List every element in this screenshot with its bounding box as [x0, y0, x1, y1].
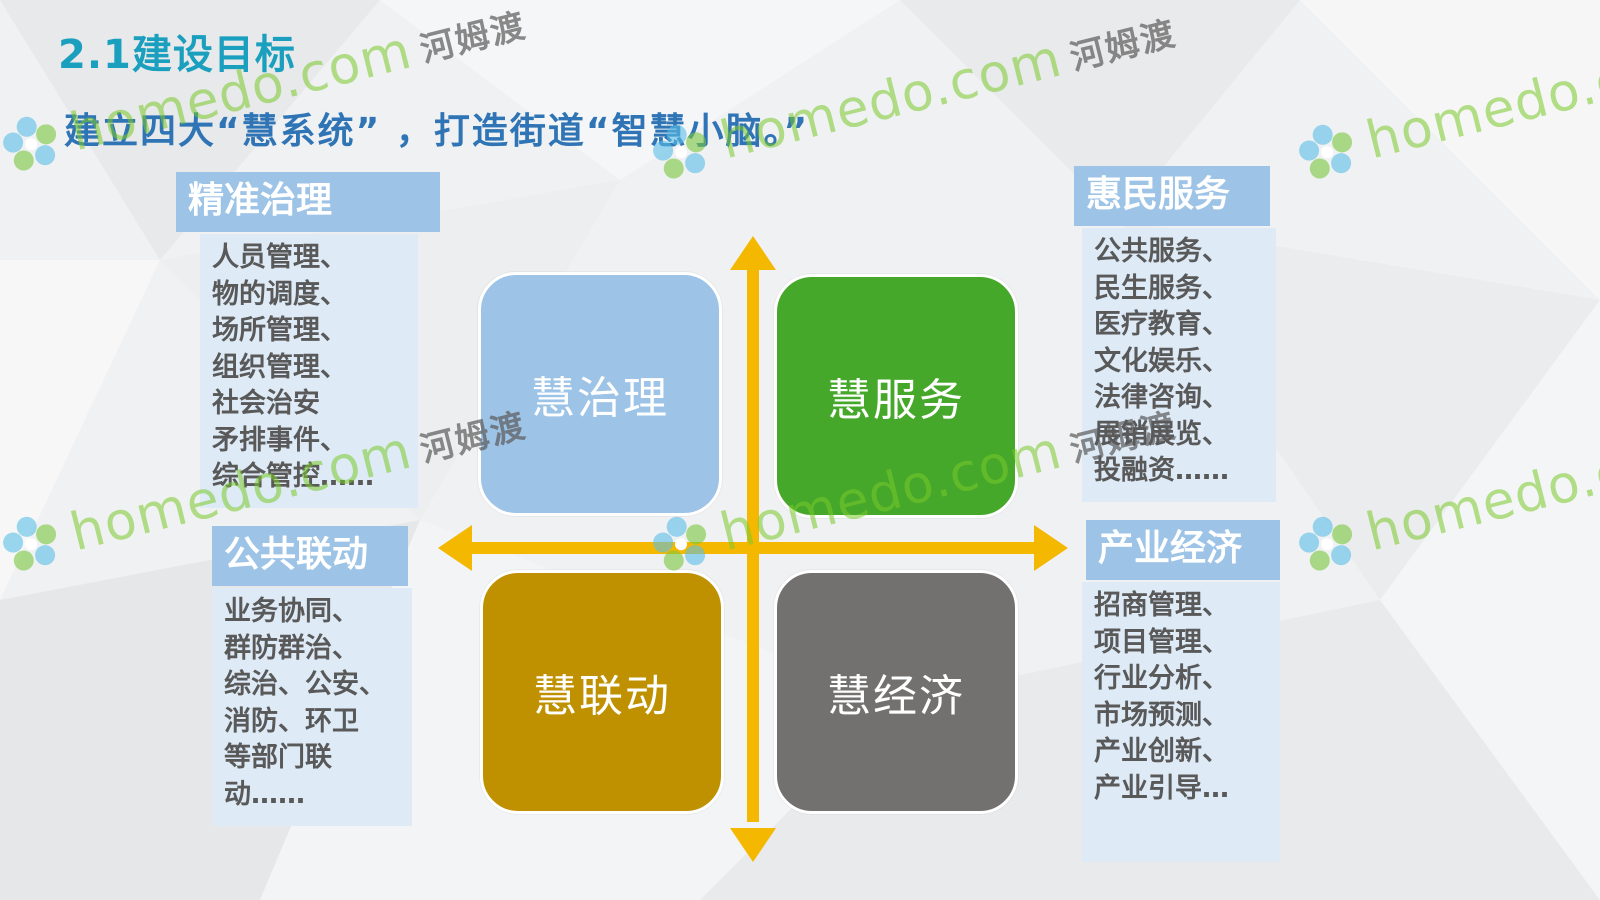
list-item: 场所管理、 [212, 315, 347, 346]
list-item: 矛排事件、 [212, 424, 347, 456]
quadrant-service: 慧服务 [774, 274, 1018, 518]
list-item: 动…… [224, 778, 305, 810]
list-item: 业务协同、 [224, 596, 359, 627]
category-list-service: 公共服务、 民生服务、 医疗教育、 文化娱乐、 法律咨询、 展销展览、 投融资…… [1082, 228, 1276, 502]
quadrant-linkage: 慧联动 [480, 570, 724, 814]
quadrant-governance: 慧治理 [478, 272, 722, 516]
list-item: 产业引导… [1094, 772, 1229, 804]
list-item: 综治、公安、 [224, 669, 386, 700]
quadrant-label: 慧服务 [827, 375, 965, 426]
list-item: 行业分析、 [1094, 663, 1229, 694]
list-item: 组织管理、 [212, 351, 347, 383]
quadrant-label: 慧治理 [531, 373, 669, 424]
list-item: 展销展览、 [1094, 418, 1229, 450]
category-title-service: 惠民服务 [1074, 166, 1270, 226]
category-title-linkage: 公共联动 [212, 526, 408, 586]
category-list-governance: 人员管理、 物的调度、 场所管理、 组织管理、 社会治安 矛排事件、 综合管控…… [200, 234, 418, 508]
quadrant-economy: 慧经济 [774, 570, 1018, 814]
list-item: 物的调度、 [212, 278, 347, 310]
list-item: 项目管理、 [1094, 626, 1229, 658]
category-title-governance: 精准治理 [176, 172, 440, 232]
list-item: 等部门联 [224, 742, 332, 773]
list-item: 文化娱乐、 [1094, 345, 1229, 377]
list-item: 公共服务、 [1094, 236, 1229, 267]
list-item: 社会治安 [212, 388, 320, 419]
category-title-economy: 产业经济 [1086, 520, 1280, 580]
slide-title: 2.1建设目标 [58, 32, 296, 78]
list-item: 市场预测、 [1094, 699, 1229, 731]
quadrant-label: 慧联动 [533, 671, 671, 722]
list-item: 招商管理、 [1094, 590, 1229, 621]
category-list-linkage: 业务协同、 群防群治、 综治、公安、 消防、环卫 等部门联 动…… [212, 588, 412, 826]
list-item: 民生服务、 [1094, 272, 1229, 304]
category-list-economy: 招商管理、 项目管理、 行业分析、 市场预测、 产业创新、 产业引导… [1082, 582, 1280, 862]
list-item: 医疗教育、 [1094, 309, 1229, 340]
slide-subtitle: 建立四大“慧系统” ，打造街道“智慧小脑。” [64, 111, 810, 152]
list-item: 法律咨询、 [1094, 382, 1229, 413]
list-item: 人员管理、 [212, 242, 347, 273]
list-item: 群防群治、 [224, 632, 359, 664]
list-item: 消防、环卫 [224, 705, 359, 737]
list-item: 投融资…… [1094, 455, 1229, 486]
quadrant-label: 慧经济 [827, 671, 965, 722]
list-item: 产业创新、 [1094, 736, 1229, 767]
list-item: 综合管控…… [212, 461, 374, 492]
